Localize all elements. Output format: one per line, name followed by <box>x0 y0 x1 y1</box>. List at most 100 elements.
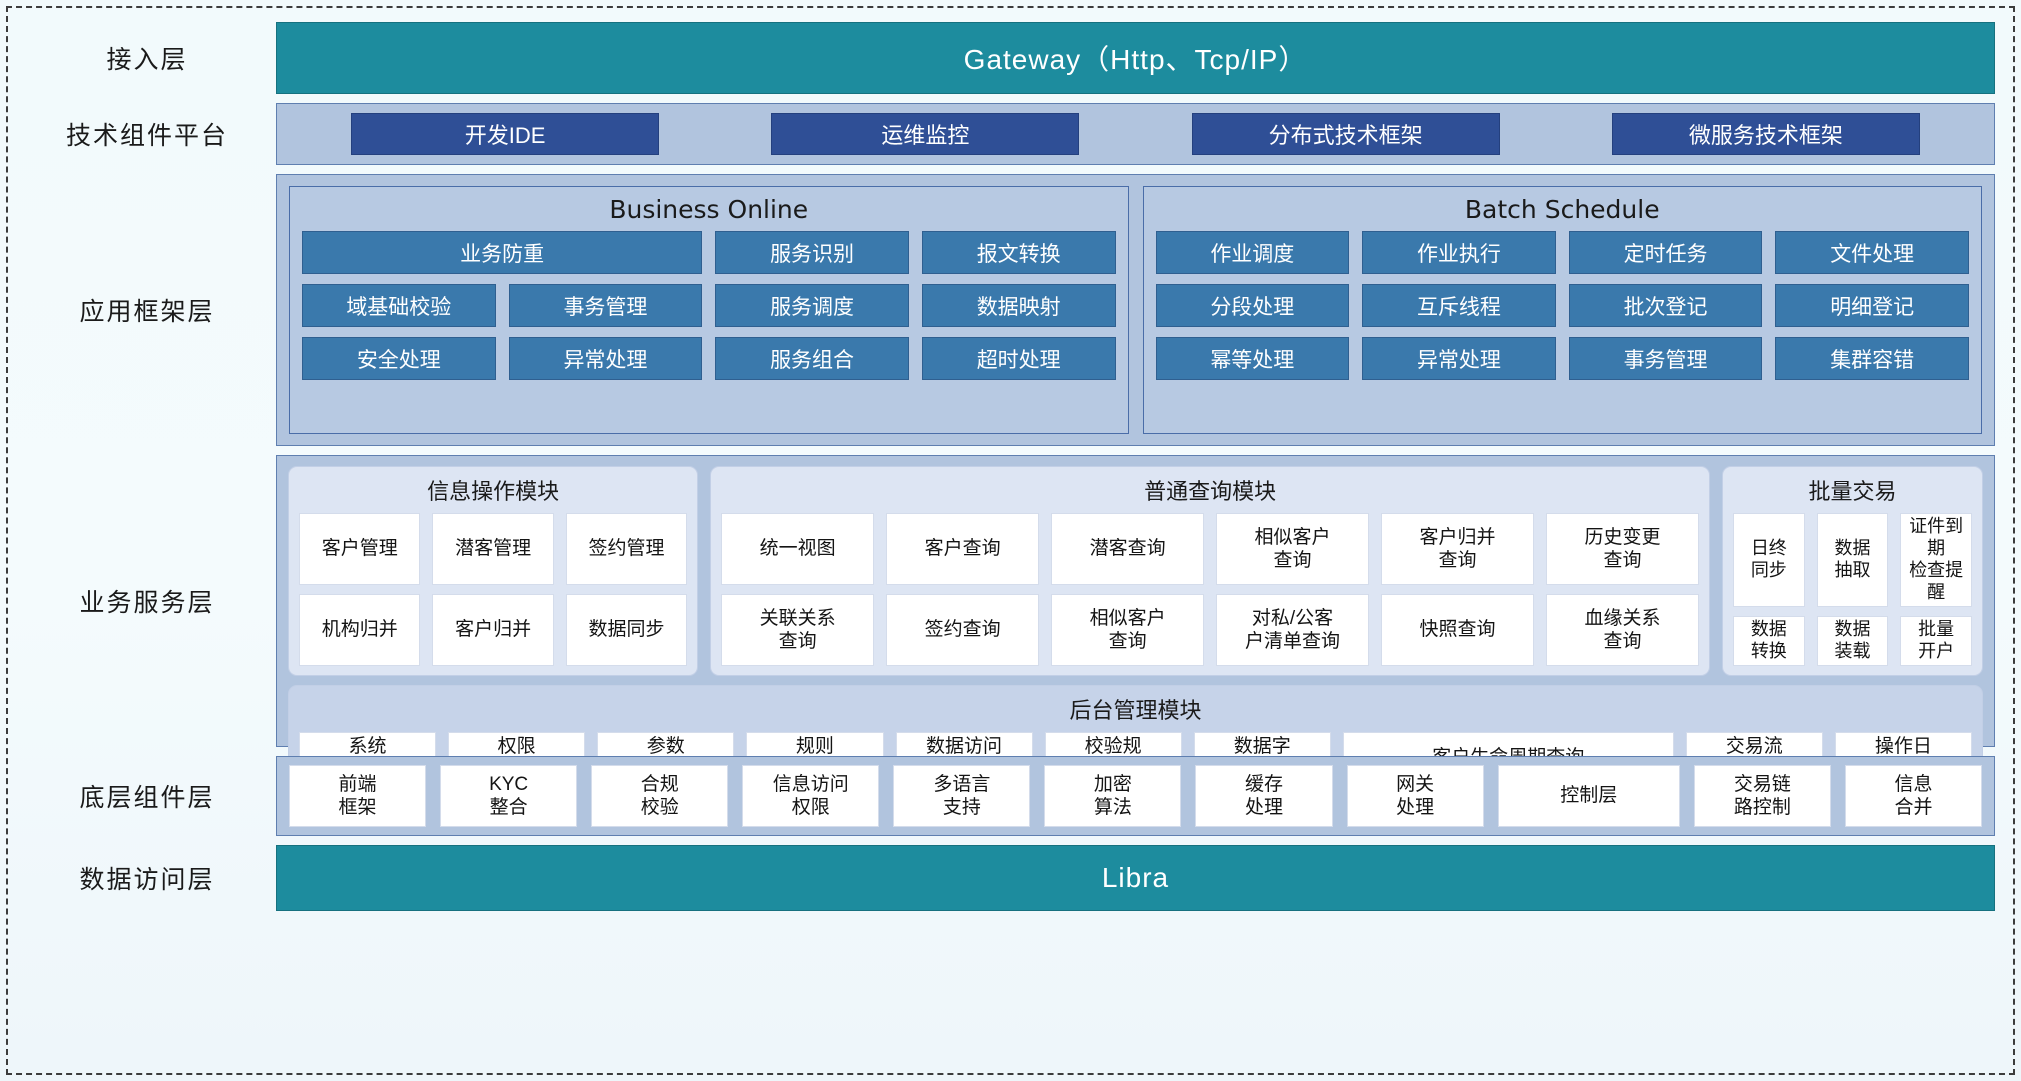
fw-cell-domain-validation[interactable]: 域基础校验 <box>302 284 496 327</box>
row-label-business-service: 业务服务层 <box>79 588 215 617</box>
info-operation-grid: 客户管理 潜客管理 签约管理 机构归并 客户归并 数据同步 <box>299 513 688 666</box>
fw-cell-transaction-mgmt[interactable]: 事务管理 <box>508 284 703 327</box>
fw-cell-service-identify[interactable]: 服务识别 <box>715 231 909 274</box>
cell-batch-account-open[interactable]: 批量 开户 <box>1900 615 1972 666</box>
fw-cell-data-mapping[interactable]: 数据映射 <box>921 284 1116 327</box>
fw-cell-security-handling[interactable]: 安全处理 <box>302 337 496 380</box>
cell-multilanguage-support[interactable]: 多语言 支持 <box>893 765 1031 827</box>
common-query-grid: 统一视图 客户查询 潜客查询 相似客户 查询 客户归并 查询 历史变更 查询 关… <box>721 513 1699 666</box>
tech-chip-dev-ide[interactable]: 开发IDE <box>351 113 660 155</box>
row-body-data-access: Libra <box>276 845 1995 911</box>
row-label-data-access: 数据访问层 <box>79 865 215 894</box>
fw-cell-segment-processing[interactable]: 分段处理 <box>1155 284 1350 327</box>
tech-chip-ops-monitor[interactable]: 运维监控 <box>771 113 1080 155</box>
cell-cache-handling[interactable]: 缓存 处理 <box>1195 765 1333 827</box>
business-online-grid: 业务防重 服务识别 报文转换 域基础校验 事务管理 服务调度 数据映射 安全处理… <box>302 231 1116 380</box>
cell-customer-query[interactable]: 客户查询 <box>886 513 1040 585</box>
business-service-top-row: 信息操作模块 客户管理 潜客管理 签约管理 机构归并 客户归并 数据同步 <box>288 466 1983 676</box>
row-body-tech: 开发IDE 运维监控 分布式技术框架 微服务技术框架 <box>276 103 1995 165</box>
fw-cell-mutex-thread[interactable]: 互斥线程 <box>1362 284 1556 327</box>
row-tech-platform: 技术组件平台 开发IDE 运维监控 分布式技术框架 微服务技术框架 <box>18 103 1995 165</box>
fw-cell-job-schedule[interactable]: 作业调度 <box>1155 231 1350 274</box>
cell-customer-mgmt[interactable]: 客户管理 <box>299 513 421 585</box>
component-layer-panel: 前端 框架 KYC 整合 合规 校验 信息访问 权限 多语言 支持 加密 算法 … <box>276 756 1995 836</box>
cell-similar-customer-query[interactable]: 相似客户 查询 <box>1216 513 1370 585</box>
batch-schedule-panel: Batch Schedule 作业调度 作业执行 定时任务 文件处理 分段处理 … <box>1142 186 1982 434</box>
cell-bloodline-relation-query[interactable]: 血缘关系 查询 <box>1546 593 1699 666</box>
row-body-component-layer: 前端 框架 KYC 整合 合规 校验 信息访问 权限 多语言 支持 加密 算法 … <box>276 756 1995 836</box>
cell-id-expiry-reminder[interactable]: 证件到期 检查提醒 <box>1900 513 1972 607</box>
common-query-module: 普通查询模块 统一视图 客户查询 潜客查询 相似客户 查询 客户归并 查询 历史… <box>710 466 1710 676</box>
row-label-component-layer: 底层组件层 <box>79 783 215 812</box>
row-app-framework: 应用框架层 Business Online 业务防重 服务识别 报文转换 域基础… <box>18 174 1995 446</box>
batch-transaction-grid: 日终 同步 数据 抽取 证件到期 检查提醒 数据 转换 数据 装载 批量 开户 <box>1732 513 1972 666</box>
cell-prospect-query[interactable]: 潜客查询 <box>1051 513 1205 585</box>
cell-customer-merge-query[interactable]: 客户归并 查询 <box>1381 513 1535 585</box>
fw-cell-detail-register[interactable]: 明细登记 <box>1775 284 1969 327</box>
cell-data-transform[interactable]: 数据 转换 <box>1732 615 1805 666</box>
fw-cell-batch-transaction-mgmt[interactable]: 事务管理 <box>1568 337 1763 380</box>
cell-data-load[interactable]: 数据 装载 <box>1816 615 1889 666</box>
fw-cell-service-composition[interactable]: 服务组合 <box>715 337 909 380</box>
cell-contract-query[interactable]: 签约查询 <box>886 593 1040 666</box>
cell-transaction-chain-control[interactable]: 交易链 路控制 <box>1693 765 1831 827</box>
gateway-bar[interactable]: Gateway（Http、Tcp/IP） <box>276 22 1995 94</box>
diagram-border <box>6 6 2015 1075</box>
row-body-business-service: 信息操作模块 客户管理 潜客管理 签约管理 机构归并 客户归并 数据同步 <box>276 455 1995 795</box>
batch-schedule-grid: 作业调度 作业执行 定时任务 文件处理 分段处理 互斥线程 批次登记 明细登记 … <box>1155 231 1969 380</box>
row-label-app-framework: 应用框架层 <box>79 297 215 326</box>
cell-unified-view[interactable]: 统一视图 <box>721 513 875 585</box>
cell-similar-customer-query-2[interactable]: 相似客户 查询 <box>1051 593 1205 666</box>
cell-private-public-customer-list-query[interactable]: 对私/公客 户清单查询 <box>1216 593 1370 666</box>
cell-kyc-integration[interactable]: KYC 整合 <box>440 765 578 827</box>
cell-encryption-algorithm[interactable]: 加密 算法 <box>1044 765 1182 827</box>
fw-cell-business-dedup[interactable]: 业务防重 <box>302 231 703 274</box>
fw-cell-file-processing[interactable]: 文件处理 <box>1775 231 1969 274</box>
cell-history-change-query[interactable]: 历史变更 查询 <box>1546 513 1699 585</box>
row-component-layer: 底层组件层 前端 框架 KYC 整合 合规 校验 信息访问 权限 多语言 支持 … <box>18 756 1995 836</box>
row-data-access: 数据访问层 Libra <box>18 845 1995 911</box>
info-operation-title: 信息操作模块 <box>427 480 560 505</box>
cell-control-layer[interactable]: 控制层 <box>1497 765 1680 827</box>
tech-chip-microservice-framework[interactable]: 微服务技术框架 <box>1611 113 1920 155</box>
row-body-app-framework: Business Online 业务防重 服务识别 报文转换 域基础校验 事务管… <box>276 174 1995 446</box>
cell-eod-sync[interactable]: 日终 同步 <box>1732 513 1805 607</box>
cell-prospect-mgmt[interactable]: 潜客管理 <box>432 513 554 585</box>
fw-cell-exception-handling[interactable]: 异常处理 <box>508 337 703 380</box>
cell-frontend-framework[interactable]: 前端 框架 <box>289 765 427 827</box>
tech-chip-distributed-framework[interactable]: 分布式技术框架 <box>1191 113 1500 155</box>
row-access-layer: 接入层 Gateway（Http、Tcp/IP） <box>18 22 1995 94</box>
fw-cell-idempotent-handling[interactable]: 幂等处理 <box>1155 337 1350 380</box>
fw-cell-batch-register[interactable]: 批次登记 <box>1568 284 1763 327</box>
cell-data-extract[interactable]: 数据 抽取 <box>1816 513 1889 607</box>
cell-compliance-validation[interactable]: 合规 校验 <box>591 765 729 827</box>
batch-schedule-title: Batch Schedule <box>1464 195 1660 224</box>
cell-customer-merge[interactable]: 客户归并 <box>432 593 554 666</box>
row-label-access: 接入层 <box>106 45 188 74</box>
info-operation-module: 信息操作模块 客户管理 潜客管理 签约管理 机构归并 客户归并 数据同步 <box>288 466 699 676</box>
layer-stack: 接入层 Gateway（Http、Tcp/IP） 技术组件平台 开发IDE 运维… <box>8 8 2013 1073</box>
cell-org-merge[interactable]: 机构归并 <box>299 593 421 666</box>
fw-cell-job-execute[interactable]: 作业执行 <box>1362 231 1556 274</box>
row-business-service: 业务服务层 信息操作模块 客户管理 潜客管理 签约管理 机构归并 客户归并 <box>18 455 1995 795</box>
cell-data-sync[interactable]: 数据同步 <box>565 593 688 666</box>
fw-cell-batch-exception-handling[interactable]: 异常处理 <box>1362 337 1556 380</box>
fw-cell-timeout-handling[interactable]: 超时处理 <box>921 337 1116 380</box>
cell-info-access-permission[interactable]: 信息访问 权限 <box>742 765 880 827</box>
batch-transaction-module: 批量交易 日终 同步 数据 抽取 证件到期 检查提醒 数据 转换 数据 装载 批… <box>1721 466 1983 676</box>
fw-cell-timed-task[interactable]: 定时任务 <box>1568 231 1763 274</box>
cell-snapshot-query[interactable]: 快照查询 <box>1381 593 1535 666</box>
business-online-panel: Business Online 业务防重 服务识别 报文转换 域基础校验 事务管… <box>289 186 1129 434</box>
cell-info-merge[interactable]: 信息 合并 <box>1844 765 1983 827</box>
fw-cell-service-dispatch[interactable]: 服务调度 <box>715 284 909 327</box>
cell-relation-query[interactable]: 关联关系 查询 <box>721 593 875 666</box>
admin-management-title: 后台管理模块 <box>1069 698 1202 724</box>
row-label-tech: 技术组件平台 <box>65 121 228 150</box>
cell-contract-mgmt[interactable]: 签约管理 <box>565 513 688 585</box>
cell-gateway-handling[interactable]: 网关 处理 <box>1346 765 1484 827</box>
business-service-panel: 信息操作模块 客户管理 潜客管理 签约管理 机构归并 客户归并 数据同步 <box>276 455 1995 795</box>
fw-cell-cluster-fault-tolerance[interactable]: 集群容错 <box>1775 337 1969 380</box>
batch-transaction-title: 批量交易 <box>1808 480 1897 505</box>
libra-bar[interactable]: Libra <box>276 845 1995 911</box>
fw-cell-message-transform[interactable]: 报文转换 <box>921 231 1116 274</box>
